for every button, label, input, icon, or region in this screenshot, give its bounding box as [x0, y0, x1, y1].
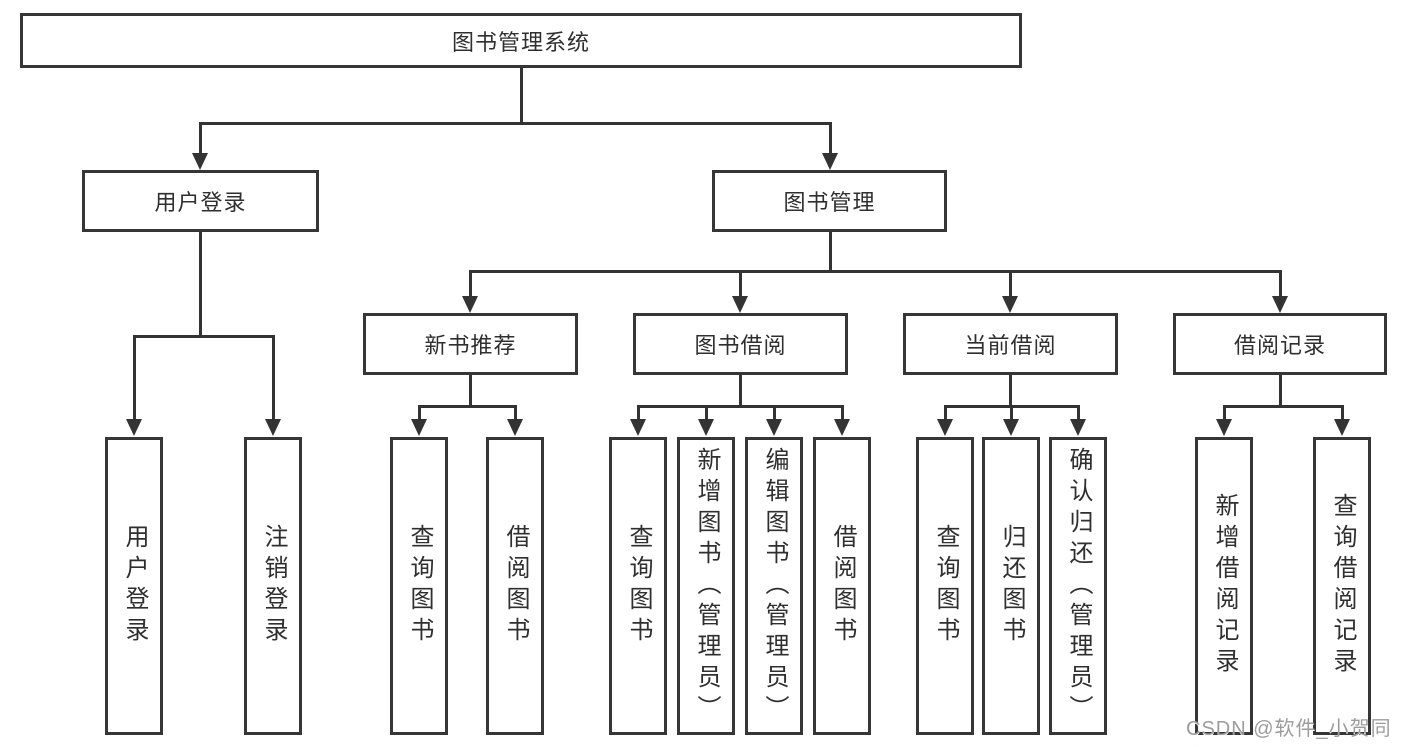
connector-line: [469, 375, 472, 405]
leaf-query-books-1: 查询图书: [390, 437, 448, 735]
arrow-down-icon: [1003, 419, 1019, 436]
leaf-borrow-books-1-label: 借阅图书: [502, 524, 529, 648]
arrow-down-icon: [1334, 419, 1350, 436]
leaf-logout-label: 注销登录: [260, 524, 287, 648]
arrow-down-icon: [1272, 296, 1288, 313]
connector-line: [637, 405, 844, 408]
node-root-label: 图书管理系统: [451, 29, 590, 55]
connector-line: [739, 270, 742, 296]
leaf-query-books-3-label: 查询图书: [932, 524, 959, 648]
arrow-down-icon: [822, 153, 838, 170]
node-book-borrow: 图书借阅: [633, 313, 848, 375]
connector-line: [829, 232, 832, 270]
connector-line: [418, 405, 421, 419]
leaf-return-books-label: 归还图书: [998, 524, 1025, 648]
arrow-down-icon: [462, 296, 478, 313]
connector-line: [841, 405, 844, 419]
connector-line: [1341, 405, 1344, 419]
node-new-book-recommend-label: 新书推荐: [424, 333, 517, 358]
connector-line: [1009, 375, 1012, 405]
connector-line: [944, 405, 947, 419]
leaf-add-books-admin: 新增图书（管理员）: [677, 437, 735, 735]
connector-line: [1279, 270, 1282, 296]
watermark: CSDN @软件_小贺同学: [1186, 718, 1392, 740]
node-root: 图书管理系统: [20, 13, 1022, 68]
arrow-down-icon: [766, 419, 782, 436]
leaf-confirm-return-admin-label: 确认归还（管理员）: [1065, 446, 1092, 726]
arrow-down-icon: [698, 419, 714, 436]
arrow-down-icon: [937, 419, 953, 436]
connector-line: [1009, 270, 1012, 296]
connector-line: [1077, 405, 1080, 419]
node-user-login: 用户登录: [82, 170, 319, 232]
leaf-add-books-admin-label: 新增图书（管理员）: [693, 446, 720, 726]
connector-line: [469, 270, 472, 296]
connector-line: [514, 405, 517, 419]
connector-line: [133, 335, 275, 338]
leaf-confirm-return-admin: 确认归还（管理员）: [1049, 437, 1107, 735]
connector-line: [520, 68, 523, 122]
node-current-borrow-label: 当前借阅: [964, 333, 1057, 358]
leaf-logout: 注销登录: [244, 437, 302, 735]
arrow-down-icon: [126, 419, 142, 436]
arrow-down-icon: [1216, 419, 1232, 436]
arrow-down-icon: [265, 419, 281, 436]
arrow-down-icon: [732, 296, 748, 313]
connector-line: [272, 335, 275, 419]
leaf-borrow-books-2: 借阅图书: [813, 437, 871, 735]
leaf-query-books-2-label: 查询图书: [625, 524, 652, 648]
connector-line: [637, 405, 640, 419]
leaf-add-borrow-record-label: 新增借阅记录: [1211, 493, 1238, 679]
leaf-user-login-label: 用户登录: [121, 524, 148, 648]
leaf-borrow-books-1: 借阅图书: [486, 437, 544, 735]
arrow-down-icon: [192, 153, 208, 170]
leaf-add-borrow-record: 新增借阅记录: [1195, 437, 1253, 735]
leaf-query-books-3: 查询图书: [916, 437, 974, 735]
node-borrow-records: 借阅记录: [1173, 313, 1387, 375]
connector-line: [199, 122, 832, 125]
node-current-borrow: 当前借阅: [903, 313, 1118, 375]
node-borrow-records-label: 借阅记录: [1233, 333, 1326, 358]
leaf-edit-books-admin-label: 编辑图书（管理员）: [761, 446, 788, 726]
arrow-down-icon: [1002, 296, 1018, 313]
leaf-query-books-1-label: 查询图书: [406, 524, 433, 648]
leaf-query-borrow-record-label: 查询借阅记录: [1329, 493, 1356, 679]
connector-line: [739, 375, 742, 405]
arrow-down-icon: [630, 419, 646, 436]
connector-line: [1223, 405, 1226, 419]
arrow-down-icon: [834, 419, 850, 436]
connector-line: [1010, 405, 1013, 419]
connector-line: [773, 405, 776, 419]
leaf-query-books-2: 查询图书: [609, 437, 667, 735]
arrow-down-icon: [411, 419, 427, 436]
node-user-login-label: 用户登录: [154, 190, 247, 215]
connector-line: [1279, 375, 1282, 405]
connector-line: [199, 122, 202, 154]
connector-line: [1223, 405, 1344, 408]
connector-line: [705, 405, 708, 419]
leaf-edit-books-admin: 编辑图书（管理员）: [745, 437, 803, 735]
connector-line: [199, 232, 202, 335]
connector-line: [829, 122, 832, 154]
connector-line: [133, 335, 136, 419]
connector-line: [469, 270, 1282, 273]
arrow-down-icon: [507, 419, 523, 436]
leaf-return-books: 归还图书: [982, 437, 1040, 735]
leaf-user-login: 用户登录: [105, 437, 163, 735]
node-book-management: 图书管理: [712, 170, 947, 232]
leaf-query-borrow-record: 查询借阅记录: [1313, 437, 1371, 735]
node-new-book-recommend: 新书推荐: [363, 313, 578, 375]
node-book-management-label: 图书管理: [783, 190, 876, 215]
leaf-borrow-books-2-label: 借阅图书: [829, 524, 856, 648]
connector-line: [418, 405, 517, 408]
arrow-down-icon: [1070, 419, 1086, 436]
node-book-borrow-label: 图书借阅: [694, 333, 787, 358]
